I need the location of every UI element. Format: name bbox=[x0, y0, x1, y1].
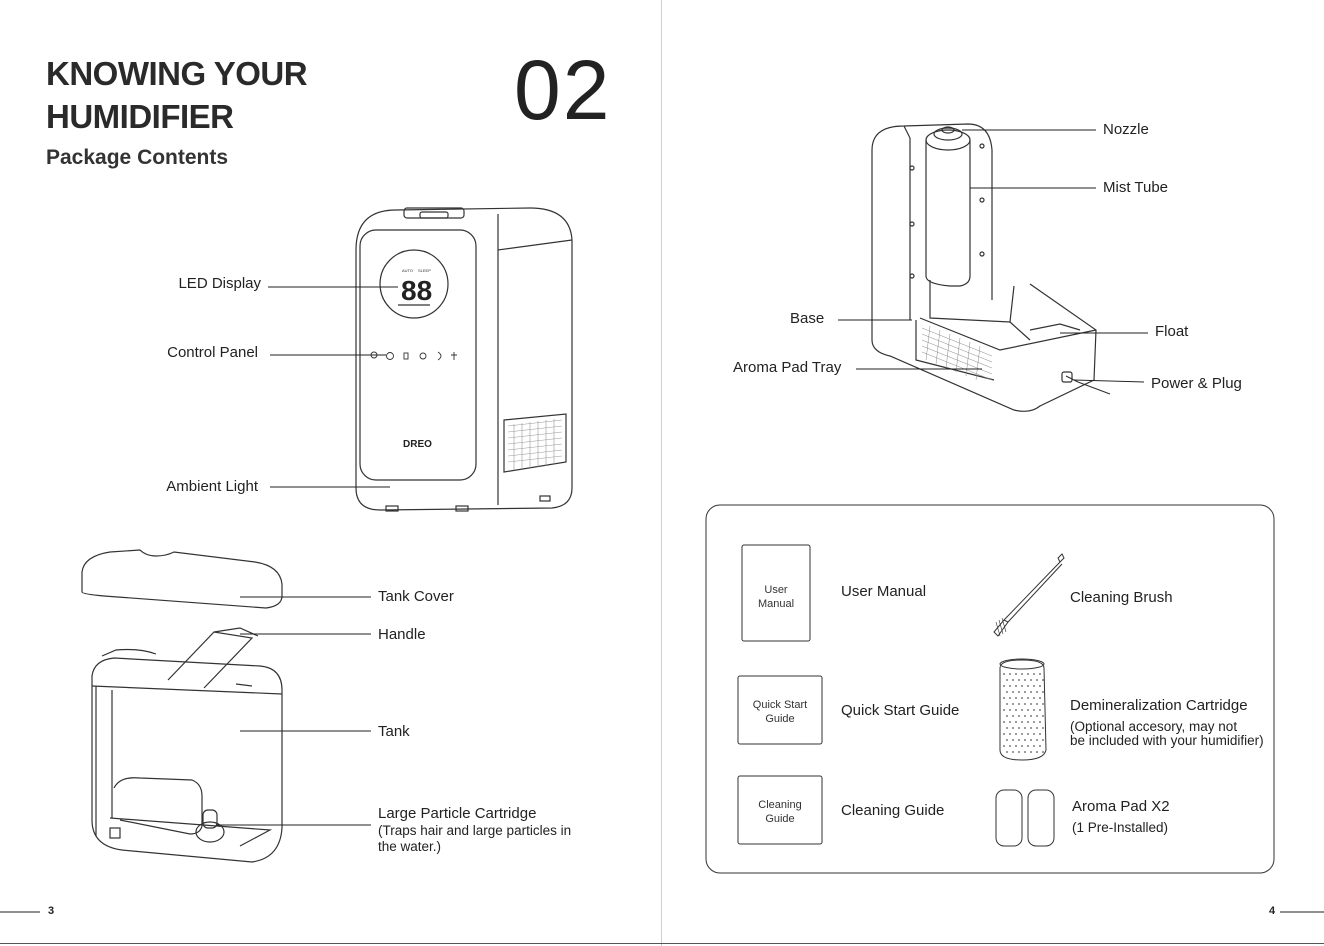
label-ambient-light: Ambient Light bbox=[166, 478, 258, 495]
quick-start-doc-text: Quick Start Guide bbox=[738, 698, 822, 726]
label-handle: Handle bbox=[378, 626, 426, 643]
user-manual-doc-text: User Manual bbox=[742, 583, 810, 611]
page-number-left: 3 bbox=[48, 905, 55, 917]
page-title-line2: HUMIDIFIER bbox=[46, 98, 234, 135]
user-manual-doc-line2: Manual bbox=[757, 598, 795, 610]
item-demineralization-cartridge: Demineralization Cartridge bbox=[1070, 697, 1248, 714]
page-number-right: 4 bbox=[1269, 905, 1276, 917]
label-tank: Tank bbox=[378, 723, 410, 740]
item-cleaning-brush: Cleaning Brush bbox=[1070, 589, 1173, 606]
label-base: Base bbox=[790, 310, 825, 327]
quick-start-doc-line1: Quick Start bbox=[752, 699, 808, 711]
label-tank-cover: Tank Cover bbox=[378, 588, 454, 605]
humidifier-base-illustration bbox=[871, 123, 1111, 412]
quick-start-doc bbox=[737, 675, 823, 745]
item-aroma-pad: Aroma Pad X2 bbox=[1072, 798, 1170, 815]
label-led-display: LED Display bbox=[178, 275, 261, 292]
humidifier-front-illustration bbox=[355, 207, 573, 512]
item-cleaning-guide: Cleaning Guide bbox=[841, 802, 945, 819]
user-manual-doc-line1: User bbox=[764, 584, 788, 596]
cartridge-note-line2: the water.) bbox=[378, 839, 442, 854]
contents-box bbox=[705, 504, 1275, 874]
label-nozzle: Nozzle bbox=[1103, 121, 1149, 138]
label-mist-tube: Mist Tube bbox=[1103, 179, 1169, 196]
page-divider bbox=[661, 0, 662, 946]
device-brand-logo: DREO bbox=[403, 439, 432, 450]
aroma-pad-icon-2 bbox=[1027, 789, 1055, 847]
cleaning-guide-doc-text: Cleaning Guide bbox=[738, 798, 822, 826]
bottom-rule bbox=[0, 943, 1324, 944]
item-user-manual: User Manual bbox=[841, 583, 927, 600]
display-digits: 88 bbox=[401, 275, 432, 306]
chapter-number: 02 bbox=[514, 43, 612, 137]
demineralization-cartridge-icon bbox=[999, 658, 1047, 761]
section-subtitle: Package Contents bbox=[46, 146, 229, 169]
page-title: KNOWING YOUR HUMIDIFIER bbox=[46, 52, 308, 138]
cleaning-guide-doc-line2: Guide bbox=[765, 813, 795, 825]
cartridge-optional-note-line1: (Optional accesory, may not bbox=[1070, 719, 1238, 734]
user-manual-doc bbox=[741, 544, 811, 642]
cartridge-optional-note-line2: be included with your humidifier) bbox=[1070, 733, 1264, 748]
aroma-pad-note: (1 Pre-Installed) bbox=[1072, 820, 1169, 835]
page-title-line1: KNOWING YOUR bbox=[46, 55, 308, 92]
item-quick-start-guide: Quick Start Guide bbox=[841, 702, 960, 719]
label-aroma-pad-tray: Aroma Pad Tray bbox=[733, 359, 842, 376]
cleaning-guide-doc bbox=[737, 775, 823, 845]
display-mode-sleep: SLEEP bbox=[418, 268, 431, 273]
display-mode-auto: AUTO bbox=[402, 268, 413, 273]
label-control-panel: Control Panel bbox=[167, 344, 258, 361]
label-power-plug: Power & Plug bbox=[1151, 375, 1242, 392]
quick-start-doc-line2: Guide bbox=[765, 713, 795, 725]
tank-illustration bbox=[81, 549, 283, 863]
cartridge-note-line1: (Traps hair and large particles in bbox=[378, 823, 572, 838]
label-float: Float bbox=[1155, 323, 1189, 340]
cleaning-brush-icon bbox=[993, 553, 1065, 637]
label-large-particle-cartridge: Large Particle Cartridge bbox=[378, 805, 537, 822]
aroma-pad-icon-1 bbox=[995, 789, 1023, 847]
cleaning-guide-doc-line1: Cleaning bbox=[758, 799, 802, 811]
